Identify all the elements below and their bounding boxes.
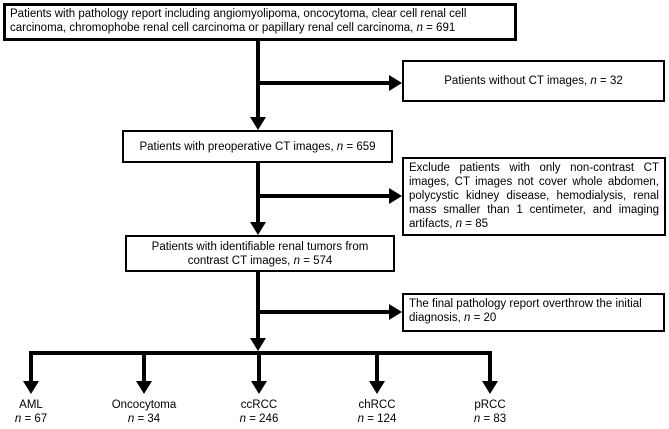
n-italic: n <box>239 413 247 425</box>
arrowhead-down-aml <box>23 381 39 394</box>
n-value: = 67 <box>24 413 48 425</box>
n-value: = 85 <box>465 218 488 230</box>
arrowhead-down-oncocytoma <box>136 381 152 394</box>
n-italic: n <box>357 413 365 425</box>
drop-line-ccrcc <box>257 355 261 381</box>
arrowhead-right-exclude <box>389 188 402 204</box>
n-italic: n <box>127 413 135 425</box>
connector-branch-overthrow <box>258 310 389 314</box>
arrowhead-down-preop <box>250 117 266 130</box>
box-exclusion-criteria-text: Exclude patients with only non-contrast … <box>404 159 664 233</box>
box-overthrow-diagnosis-text: The final pathology report overthrow the… <box>404 295 663 327</box>
arrowhead-right-no-ct <box>389 75 402 91</box>
box-text: Patients with pathology report including… <box>10 8 467 34</box>
n-italic: n <box>473 413 481 425</box>
box-no-ct-images: Patients without CT images, n = 32 <box>402 60 665 102</box>
box-identifiable-tumors-text: Patients with identifiable renal tumors … <box>127 239 393 269</box>
outcome-label: pRCC <box>474 399 506 411</box>
n-value: = 246 <box>249 413 279 425</box>
box-pathology-report: Patients with pathology report including… <box>3 3 517 41</box>
outcome-label: ccRCC <box>240 399 278 411</box>
n-value: = 659 <box>346 140 376 153</box>
drop-line-prcc <box>488 355 492 381</box>
arrowhead-right-overthrow <box>389 304 402 320</box>
box-preoperative-ct-text: Patients with preoperative CT images, n … <box>135 139 379 155</box>
box-text: Patients with identifiable renal tumors … <box>151 240 369 267</box>
connector-top-to-preop <box>256 41 260 117</box>
box-identifiable-tumors: Patients with identifiable renal tumors … <box>125 235 395 272</box>
n-italic: n <box>416 22 423 34</box>
n-italic: n <box>464 312 471 324</box>
n-italic: n <box>14 413 22 425</box>
splitter-bar <box>29 351 492 355</box>
n-value: = 32 <box>600 75 623 87</box>
n-value: = 574 <box>303 254 333 267</box>
n-italic: n <box>293 254 300 267</box>
drop-line-chrcc <box>375 355 379 381</box>
connector-branch-no-ct <box>258 81 389 85</box>
arrowhead-down-splitter <box>250 338 266 351</box>
drop-line-oncocytoma <box>142 355 146 381</box>
outcome-chrcc: chRCC n = 124 <box>320 398 434 426</box>
box-text: Patients with preoperative CT images, <box>139 140 334 153</box>
outcome-label: Oncocytoma <box>111 399 177 411</box>
outcome-count: n = 246 <box>202 412 316 426</box>
box-exclusion-criteria: Exclude patients with only non-contrast … <box>402 157 666 236</box>
box-no-ct-images-text: Patients without CT images, n = 32 <box>440 73 626 89</box>
outcome-prcc: pRCC n = 83 <box>433 398 547 426</box>
outcome-label: chRCC <box>358 399 396 411</box>
connector-preop-to-identifiable <box>256 163 260 222</box>
n-value: = 691 <box>426 22 456 34</box>
outcome-label: AML <box>19 399 43 411</box>
drop-line-aml <box>29 355 33 381</box>
box-text: Patients without CT images, <box>444 75 588 87</box>
outcome-count: n = 124 <box>320 412 434 426</box>
n-value: = 20 <box>473 312 497 324</box>
n-italic: n <box>336 140 344 153</box>
arrowhead-down-prcc <box>482 381 498 394</box>
outcome-count: n = 67 <box>0 412 88 426</box>
outcome-aml: AML n = 67 <box>0 398 88 426</box>
box-overthrow-diagnosis: The final pathology report overthrow the… <box>402 293 665 332</box>
box-pathology-report-text: Patients with pathology report including… <box>6 6 514 36</box>
n-value: = 124 <box>367 413 397 425</box>
n-value: = 34 <box>137 413 161 425</box>
outcome-ccrcc: ccRCC n = 246 <box>202 398 316 426</box>
connector-branch-exclude <box>258 194 389 198</box>
arrowhead-down-identifiable <box>250 222 266 235</box>
arrowhead-down-ccrcc <box>251 381 267 394</box>
n-value: = 83 <box>483 413 507 425</box>
box-preoperative-ct: Patients with preoperative CT images, n … <box>122 130 393 163</box>
connector-identifiable-to-splitter <box>256 272 260 338</box>
box-text: The final pathology report overthrow the… <box>409 298 642 324</box>
n-italic: n <box>590 75 597 87</box>
arrowhead-down-chrcc <box>369 381 385 394</box>
outcome-oncocytoma: Oncocytoma n = 34 <box>87 398 201 426</box>
n-italic: n <box>455 218 463 230</box>
box-text: Exclude patients with only non-contrast … <box>409 162 659 230</box>
outcome-count: n = 83 <box>433 412 547 426</box>
outcome-count: n = 34 <box>87 412 201 426</box>
